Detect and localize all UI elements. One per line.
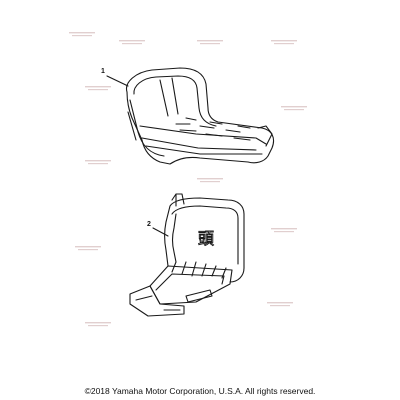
leader-line-2 [152, 227, 169, 237]
watermark-stamp [75, 246, 101, 251]
watermark-stamp [85, 86, 111, 91]
watermark-stamp [281, 106, 307, 111]
copyright-notice: ©2018 Yamaha Motor Corporation, U.S.A. A… [84, 386, 316, 396]
watermark-stamp [85, 160, 111, 165]
watermark-stamp [271, 40, 297, 45]
part-1-guard-drawing [126, 67, 275, 165]
callout-1: 1 [101, 68, 105, 75]
watermark-stamp [69, 32, 95, 37]
watermark-stamp [119, 40, 145, 45]
watermark-stamp [197, 178, 223, 183]
watermark-stamp [267, 302, 293, 307]
watermark-stamp [85, 322, 111, 327]
watermark-stamp [271, 228, 297, 233]
callout-2: 2 [147, 221, 151, 228]
part-2-guard-drawing [129, 193, 245, 317]
guard-emblem: 頭 [198, 229, 214, 248]
watermark-stamp [197, 40, 223, 45]
leader-line-1 [106, 75, 129, 87]
